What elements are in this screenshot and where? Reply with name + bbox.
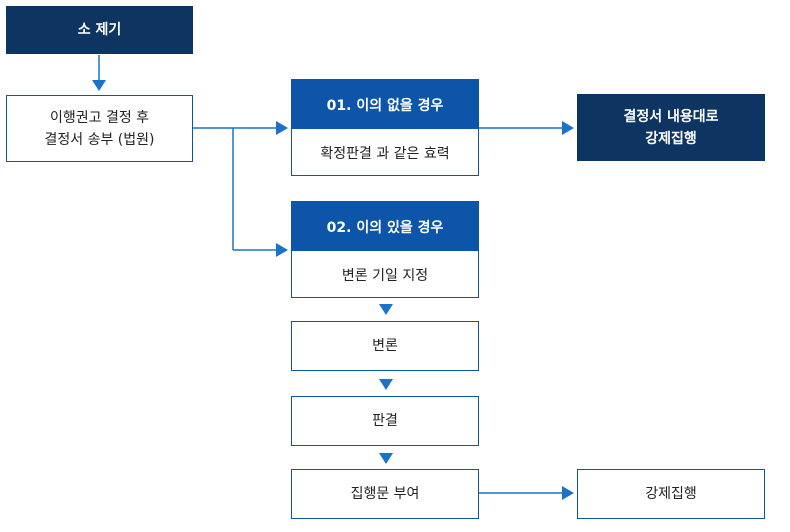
arrowhead-to-final (562, 486, 574, 500)
judgment-label: 판결 (372, 413, 398, 429)
notice-label-line1: 이행권고 결정 후 (49, 109, 150, 126)
judgment-box: 판결 (291, 396, 479, 446)
enforce-box: 결정서 내용대로 강제집행 (577, 94, 765, 161)
no-objection-box: 01. 이의 없을 경우 확정판결 과 같은 효력 (291, 79, 479, 176)
filing-box: 소 제기 (6, 6, 193, 54)
objection-title: 02. 이의 있을 경우 (292, 202, 478, 251)
arrowhead-to-no-objection (276, 121, 288, 135)
arrowhead-to-enforce (562, 121, 574, 135)
filing-label: 소 제기 (77, 22, 122, 38)
final-enforcement-label: 강제집행 (645, 486, 697, 502)
no-objection-title: 01. 이의 없을 경우 (292, 80, 478, 129)
argument-label: 변론 (372, 338, 398, 354)
execution-clause-box: 집행문 부여 (291, 469, 479, 519)
execution-clause-label: 집행문 부여 (350, 486, 420, 502)
arrowhead-to-objection (276, 243, 288, 257)
no-objection-body: 확정판결 과 같은 효력 (320, 145, 450, 162)
enforce-label-line1: 결정서 내용대로 (623, 108, 719, 125)
argument-box: 변론 (291, 321, 479, 371)
arrowhead-filing-to-notice (92, 80, 106, 91)
arrowhead-to-execution (379, 453, 393, 464)
arrowhead-to-argument (379, 304, 393, 315)
objection-box: 02. 이의 있을 경우 변론 기일 지정 (291, 201, 479, 298)
notice-box: 이행권고 결정 후 결정서 송부 (법원) (6, 95, 193, 162)
final-enforcement-box: 강제집행 (577, 469, 765, 519)
notice-label-line2: 결정서 송부 (법원) (44, 131, 155, 148)
enforce-label-line2: 강제집행 (645, 130, 697, 147)
objection-body: 변론 기일 지정 (341, 267, 429, 284)
arrowhead-to-judgment (379, 379, 393, 390)
